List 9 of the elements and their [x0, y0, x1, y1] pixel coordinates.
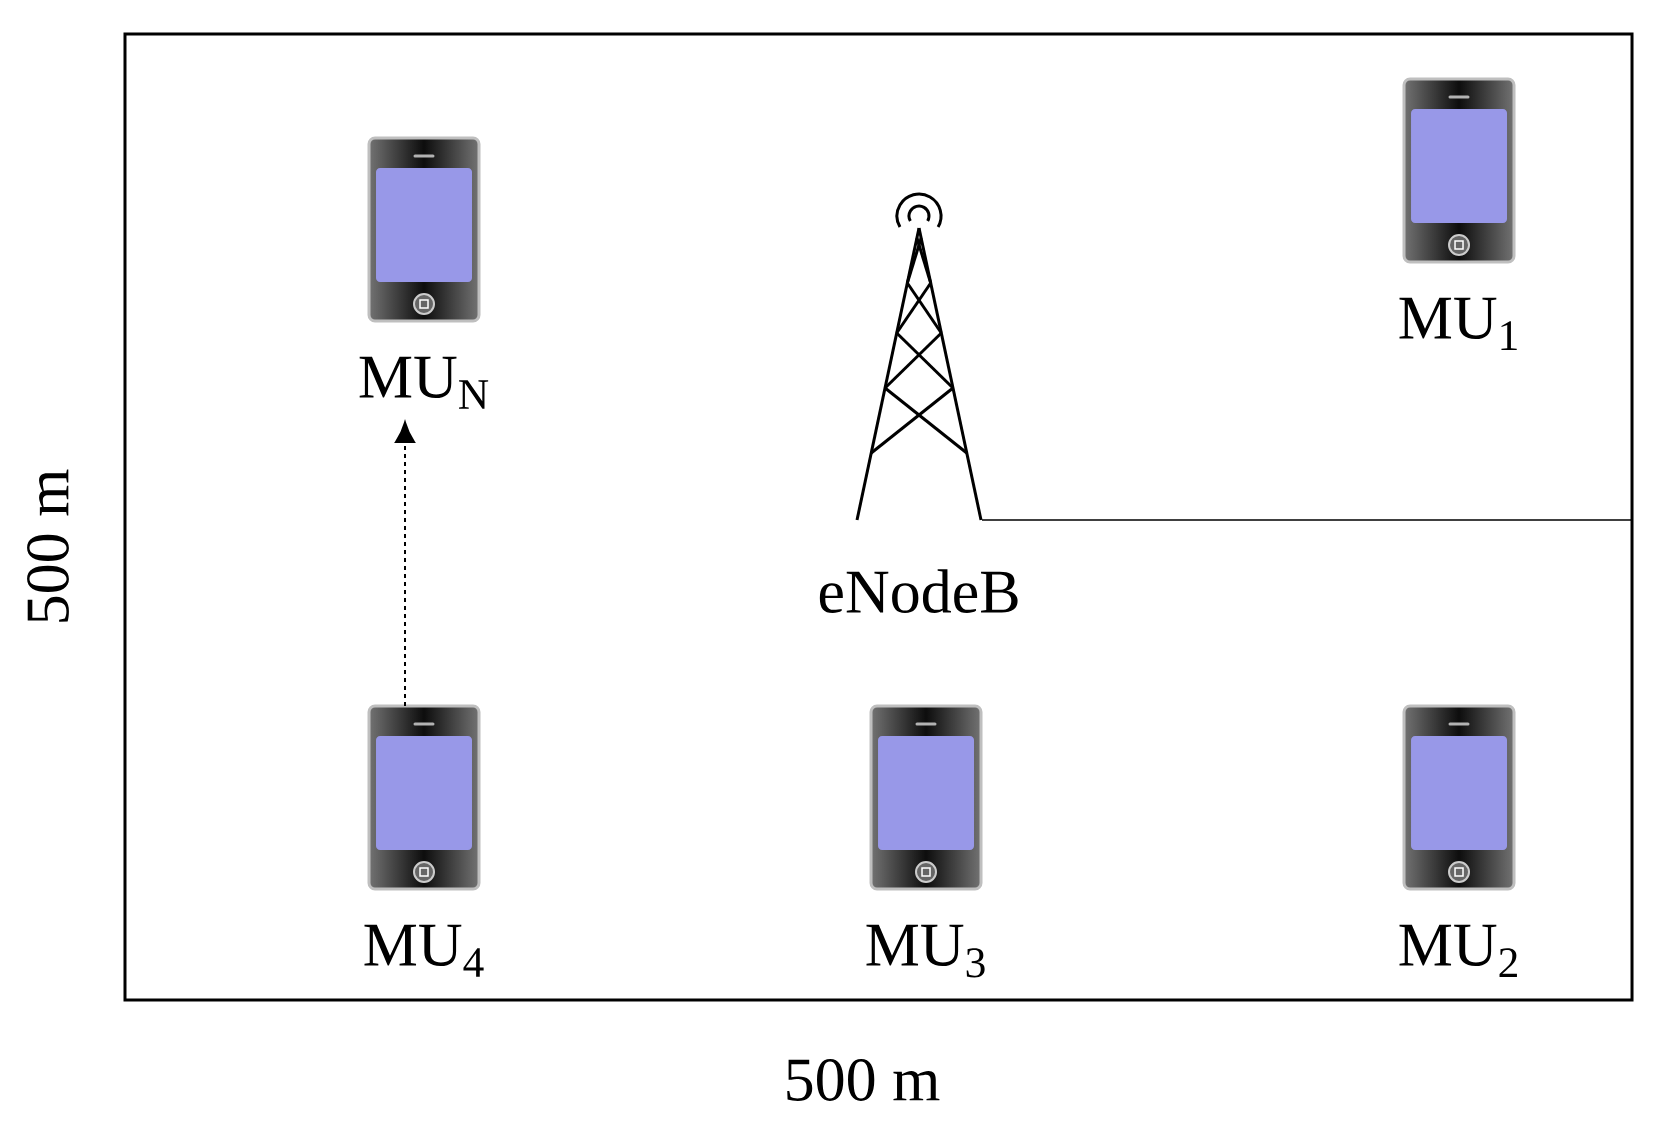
phone-label: MU$_{1}$ [1399, 297, 1517, 350]
phone-label: MU$_{N}$ [359, 356, 489, 409]
dimension-label: 500 m [787, 1059, 940, 1101]
phone-label: MU$_{4}$ [364, 924, 484, 977]
phone-label: MU$_{3}$ [866, 924, 985, 978]
dimension-label: 500 m [27, 469, 69, 622]
base-station-label: eNodeB [819, 569, 1018, 613]
arrow [394, 421, 416, 707]
phone-label: MU$_{2}$ [1399, 924, 1517, 977]
